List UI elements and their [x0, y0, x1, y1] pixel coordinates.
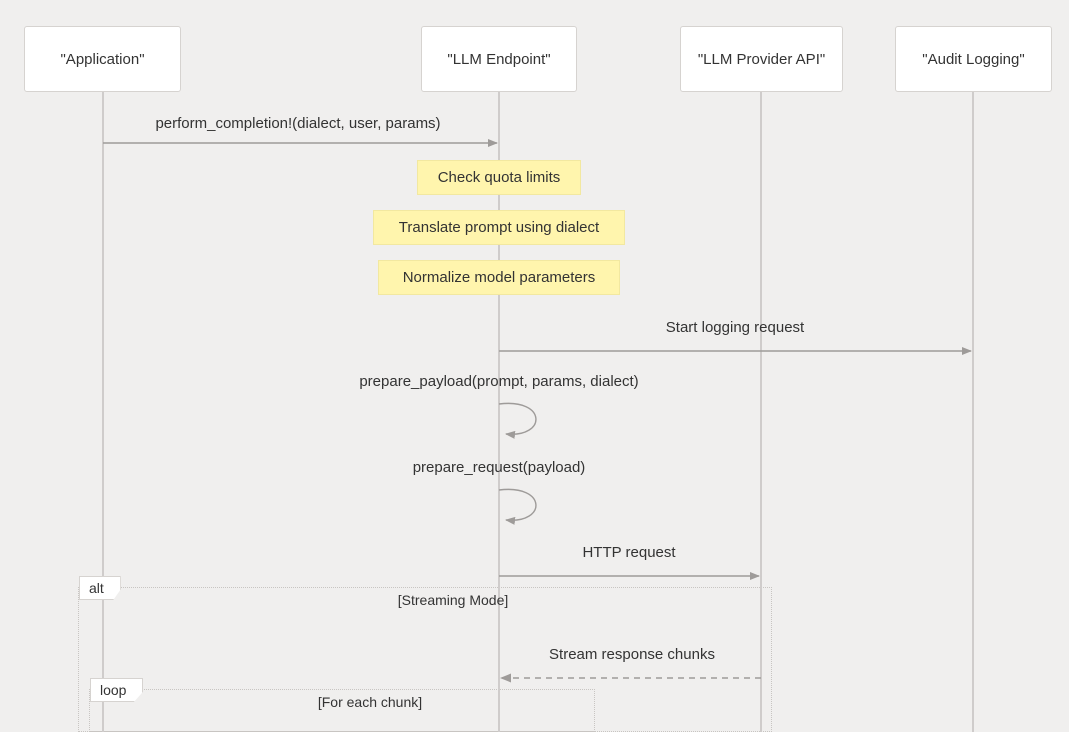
message-label-text: perform_completion!(dialect, user, param… [155, 115, 441, 132]
fragment-condition-label: [Streaming Mode] [397, 592, 509, 608]
note-box: Translate prompt using dialect [373, 210, 625, 245]
self-message-arrow [498, 402, 537, 439]
participant-label: "Application" [60, 50, 145, 68]
note-label: Check quota limits [437, 169, 561, 186]
fragment-tab-loop: loop [90, 678, 144, 702]
message-label-text: Stream response chunks [549, 646, 715, 663]
participant-label: "LLM Endpoint" [447, 50, 551, 68]
note-box: Check quota limits [417, 160, 581, 195]
lifeline-audit_logging [972, 92, 974, 732]
message-label: prepare_request(payload) [413, 459, 586, 476]
participant-label: "Audit Logging" [922, 50, 1025, 68]
message-label-text: HTTP request [582, 544, 676, 561]
participant-box-application[interactable]: "Application" [24, 26, 181, 92]
participant-box-audit_logging[interactable]: "Audit Logging" [895, 26, 1052, 92]
fragment-tab-alt: alt [79, 576, 121, 600]
message-label: perform_completion!(dialect, user, param… [155, 115, 440, 132]
note-label: Normalize model parameters [402, 269, 596, 286]
fragment-tab-label: loop [100, 682, 127, 698]
participant-box-llm_provider_api[interactable]: "LLM Provider API" [680, 26, 843, 92]
participant-box-llm_endpoint[interactable]: "LLM Endpoint" [421, 26, 577, 92]
message-label: Stream response chunks [549, 646, 715, 663]
self-message-arrow [498, 488, 537, 525]
message-label: prepare_payload(prompt, params, dialect) [359, 373, 638, 390]
fragment-condition-alt: [Streaming Mode] [398, 592, 509, 608]
lifeline-llm_endpoint [498, 92, 500, 732]
note-box: Normalize model parameters [378, 260, 620, 295]
message-label: Start logging request [666, 319, 804, 336]
fragment-tab-label: alt [89, 580, 104, 596]
participant-label: "LLM Provider API" [697, 50, 826, 68]
lifeline-application [102, 92, 104, 732]
message-label: HTTP request [582, 544, 675, 561]
fragment-condition-loop: [For each chunk] [318, 694, 422, 710]
lifeline-llm_provider_api [760, 92, 762, 732]
message-label-text: Start logging request [665, 319, 805, 336]
message-label-text: prepare_payload(prompt, params, dialect) [359, 373, 639, 390]
fragment-condition-label: [For each chunk] [317, 694, 423, 710]
message-label-text: prepare_request(payload) [412, 459, 586, 476]
note-label: Translate prompt using dialect [398, 219, 600, 236]
